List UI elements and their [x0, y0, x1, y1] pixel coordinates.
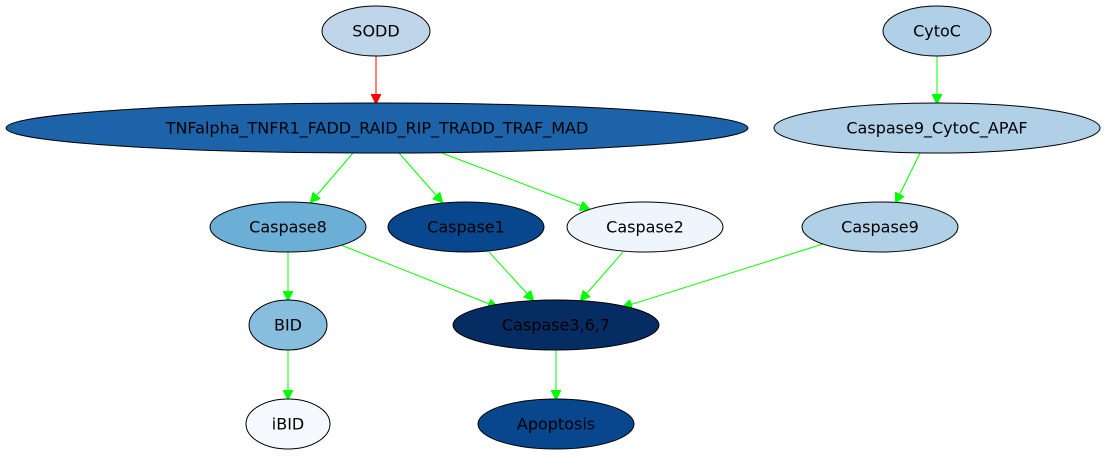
node-ibid: iBID: [245, 398, 331, 450]
node-caspase3-6-7: Caspase3,6,7: [452, 299, 660, 351]
node-caspase9-cytoc-apaf-shape: [773, 102, 1101, 154]
node-tnfalpha-complex: TNFalpha_TNFR1_FADD_RAID_RIP_TRADD_TRAF_…: [5, 102, 749, 154]
node-apoptosis-shape: [477, 398, 635, 450]
node-caspase9-label: Caspase9: [841, 218, 919, 237]
node-sodd: SODD: [321, 5, 431, 57]
node-sodd-shape: [321, 5, 431, 57]
node-caspase8: Caspase8: [209, 201, 367, 253]
edge-tnf-to-casp2: [441, 152, 589, 209]
node-caspase1: Caspase1: [387, 201, 545, 253]
node-caspase1-shape: [387, 201, 545, 253]
node-caspase9: Caspase9: [801, 201, 959, 253]
node-tnfalpha-complex-shape: [5, 102, 749, 154]
edge-casp2-to-casp367: [581, 251, 624, 300]
node-caspase9-cytoc-apaf-label: Caspase9_CytoC_APAF: [846, 119, 1027, 139]
node-bid-shape: [248, 299, 328, 351]
node-caspase2: Caspase2: [566, 201, 724, 253]
node-apoptosis-label: Apoptosis: [517, 415, 595, 434]
edges-layer: [288, 56, 937, 399]
node-caspase1-label: Caspase1: [427, 218, 505, 237]
node-ibid-label: iBID: [272, 415, 304, 434]
node-bid-label: BID: [274, 316, 302, 335]
node-caspase9-shape: [801, 201, 959, 253]
node-caspase3-6-7-label: Caspase3,6,7: [502, 316, 610, 335]
node-caspase2-shape: [566, 201, 724, 253]
node-apoptosis: Apoptosis: [477, 398, 635, 450]
edge-casp9-to-casp367: [623, 243, 824, 307]
node-caspase8-shape: [209, 201, 367, 253]
node-caspase8-label: Caspase8: [249, 218, 327, 237]
node-ibid-shape: [245, 398, 331, 450]
node-caspase3-6-7-shape: [452, 299, 660, 351]
node-bid: BID: [248, 299, 328, 351]
edge-casp9cyto-to-casp9: [896, 152, 921, 202]
node-caspase9-cytoc-apaf: Caspase9_CytoC_APAF: [773, 102, 1101, 154]
edge-casp1-to-casp367: [488, 251, 533, 300]
edge-tnf-to-casp1: [398, 152, 442, 202]
node-tnfalpha-complex-label: TNFalpha_TNFR1_FADD_RAID_RIP_TRADD_TRAF_…: [165, 119, 589, 139]
node-cytoc-shape: [882, 5, 992, 57]
node-caspase2-label: Caspase2: [606, 218, 684, 237]
edge-tnf-to-casp8: [311, 152, 354, 202]
node-cytoc: CytoC: [882, 5, 992, 57]
node-cytoc-label: CytoC: [913, 22, 961, 41]
edge-casp8-to-casp367: [340, 244, 497, 307]
node-sodd-label: SODD: [352, 22, 399, 41]
